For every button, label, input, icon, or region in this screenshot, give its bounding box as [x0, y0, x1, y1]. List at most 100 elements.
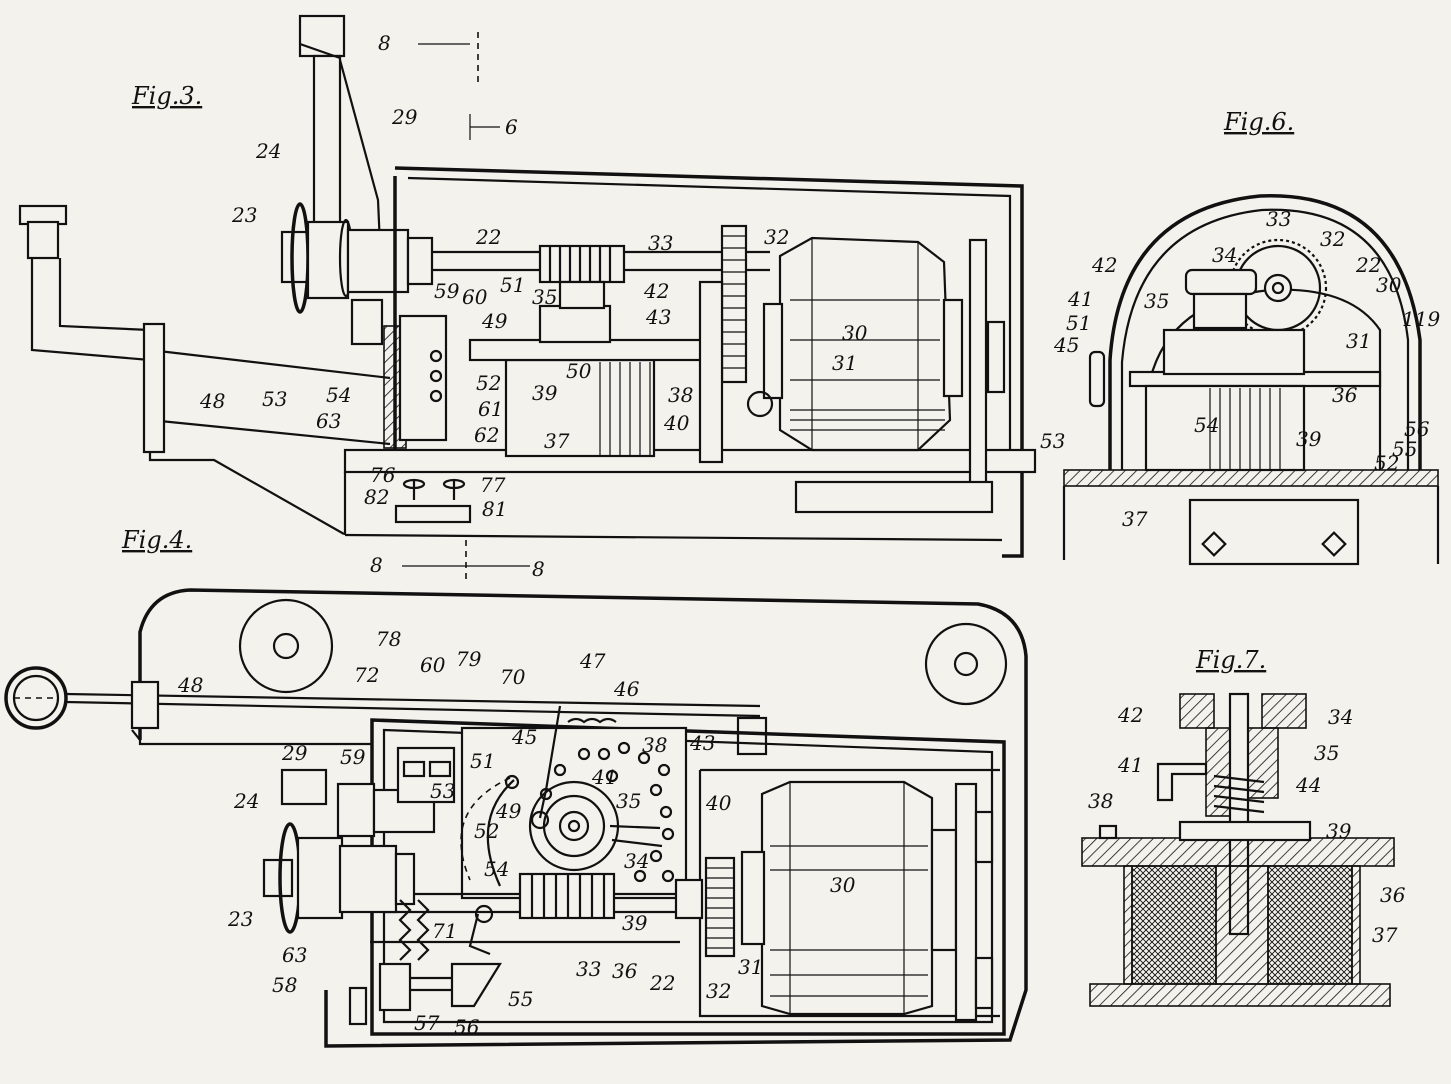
fig4-label-30: 30	[830, 873, 856, 897]
label-50: 50	[566, 359, 592, 383]
label-30: 30	[842, 321, 868, 345]
fig4-label-39: 39	[622, 911, 648, 935]
spool-23	[280, 202, 434, 314]
fig4-label-32: 32	[706, 979, 731, 1003]
label-61: 61	[478, 397, 503, 421]
fig4-label-24: 24	[233, 789, 259, 813]
fig6-label-22: 22	[1355, 253, 1381, 277]
fig4-label-58: 58	[272, 973, 297, 997]
fig4-label-45: 45	[511, 725, 537, 749]
label-77: 77	[480, 473, 506, 497]
fig4-label-60: 60	[420, 653, 446, 677]
section-line-8-bottom: 8 8	[370, 540, 545, 584]
label-39: 39	[532, 381, 558, 405]
label-48: 48	[199, 389, 225, 413]
label-35: 35	[532, 285, 557, 309]
fig4-label-31: 31	[738, 955, 763, 979]
fig4-label-70: 70	[500, 665, 526, 689]
label-53: 53	[262, 387, 287, 411]
section-line-6: 6	[469, 114, 518, 140]
fig4-label-33: 33	[576, 957, 601, 981]
fig4-label-53: 53	[430, 779, 455, 803]
fig4-label-55: 55	[508, 987, 533, 1011]
figure-6: Fig.6. 33 34 32 42 22 41 35 30 51	[1040, 108, 1440, 566]
contacts-76-77	[394, 478, 472, 524]
fig6-label-34: 34	[1212, 243, 1237, 267]
label-51: 51	[500, 273, 525, 297]
fig7-label-44: 44	[1295, 773, 1321, 797]
fig7-label-41: 41	[1117, 753, 1143, 777]
figure-3-title: Fig.3.	[131, 82, 202, 110]
fig4-label-54: 54	[484, 857, 509, 881]
fig6-label-119: 119	[1402, 307, 1440, 331]
fig4-label-48: 48	[177, 673, 203, 697]
fig4-label-51: 51	[470, 749, 495, 773]
label-59: 59	[434, 279, 460, 303]
fig4-label-56: 56	[454, 1015, 480, 1039]
label-43: 43	[645, 305, 671, 329]
fig6-label-39: 39	[1296, 427, 1322, 451]
label-31: 31	[832, 351, 857, 375]
fig4-label-38: 38	[642, 733, 667, 757]
label-29: 29	[391, 105, 418, 129]
label-52: 52	[476, 371, 501, 395]
fig7-label-35: 35	[1314, 741, 1339, 765]
fig4-label-43: 43	[689, 731, 715, 755]
fig7-label-34: 34	[1328, 705, 1353, 729]
fig6-label-41: 41	[1067, 287, 1093, 311]
fig6-label-54: 54	[1194, 413, 1219, 437]
label-82: 82	[364, 485, 389, 509]
fig4-label-47: 47	[579, 649, 606, 673]
fig4-label-57: 57	[414, 1011, 440, 1035]
fig4-label-34: 34	[624, 849, 649, 873]
solenoid-37	[468, 280, 774, 464]
fig6-label-31: 31	[1346, 329, 1371, 353]
fig4-label-52: 52	[474, 819, 499, 843]
figure-7: Fig.7. 42 34 35 41 44 38 39 36 37	[1081, 646, 1406, 1007]
fig7-label-37: 37	[1372, 923, 1398, 947]
fig4-label-22: 22	[649, 971, 675, 995]
fig6-label-30: 30	[1376, 273, 1402, 297]
fig4-label-59: 59	[340, 745, 366, 769]
fig6-label-56: 56	[1404, 417, 1430, 441]
fig7-label-38: 38	[1088, 789, 1113, 813]
fig6-label-35: 35	[1144, 289, 1169, 313]
fig4-label-36: 36	[612, 959, 638, 983]
fig4-label-23: 23	[227, 907, 253, 931]
fig6-label-52: 52	[1374, 451, 1399, 475]
section-8-bottom-left: 8	[370, 553, 383, 577]
fig7-label-42: 42	[1117, 703, 1143, 727]
fig6-label-42: 42	[1091, 253, 1117, 277]
label-63: 63	[316, 409, 341, 433]
fig4-label-72: 72	[354, 663, 379, 687]
motor-30	[762, 236, 1006, 514]
fig6-label-53: 53	[1040, 429, 1065, 453]
figure-7-title: Fig.7.	[1195, 646, 1266, 674]
label-32: 32	[764, 225, 789, 249]
fig6-label-33: 33	[1266, 207, 1291, 231]
label-76: 76	[370, 463, 396, 487]
fig4-label-63: 63	[282, 943, 307, 967]
fig7-label-36: 36	[1380, 883, 1406, 907]
figure-4: Fig.4. 8 8	[4, 526, 1028, 1048]
section-8-top-label: 8	[378, 31, 391, 55]
fig4-label-35: 35	[616, 789, 641, 813]
label-81: 81	[482, 497, 507, 521]
figure-4-title: Fig.4.	[121, 526, 192, 554]
label-49: 49	[481, 309, 508, 333]
section-6-label: 6	[505, 115, 518, 139]
section-8-bottom-right: 8	[532, 557, 545, 581]
fig4-label-46: 46	[613, 677, 640, 701]
fig4-label-79: 79	[456, 647, 482, 671]
fig6-label-32: 32	[1320, 227, 1345, 251]
section-line-8-top: 8	[378, 31, 479, 82]
figure-6-title: Fig.6.	[1223, 108, 1294, 136]
label-33: 33	[648, 231, 673, 255]
fig4-label-71: 71	[432, 919, 457, 943]
label-38: 38	[668, 383, 693, 407]
fig7-label-39: 39	[1326, 819, 1352, 843]
label-62: 62	[474, 423, 499, 447]
label-40: 40	[663, 411, 690, 435]
label-37: 37	[544, 429, 570, 453]
